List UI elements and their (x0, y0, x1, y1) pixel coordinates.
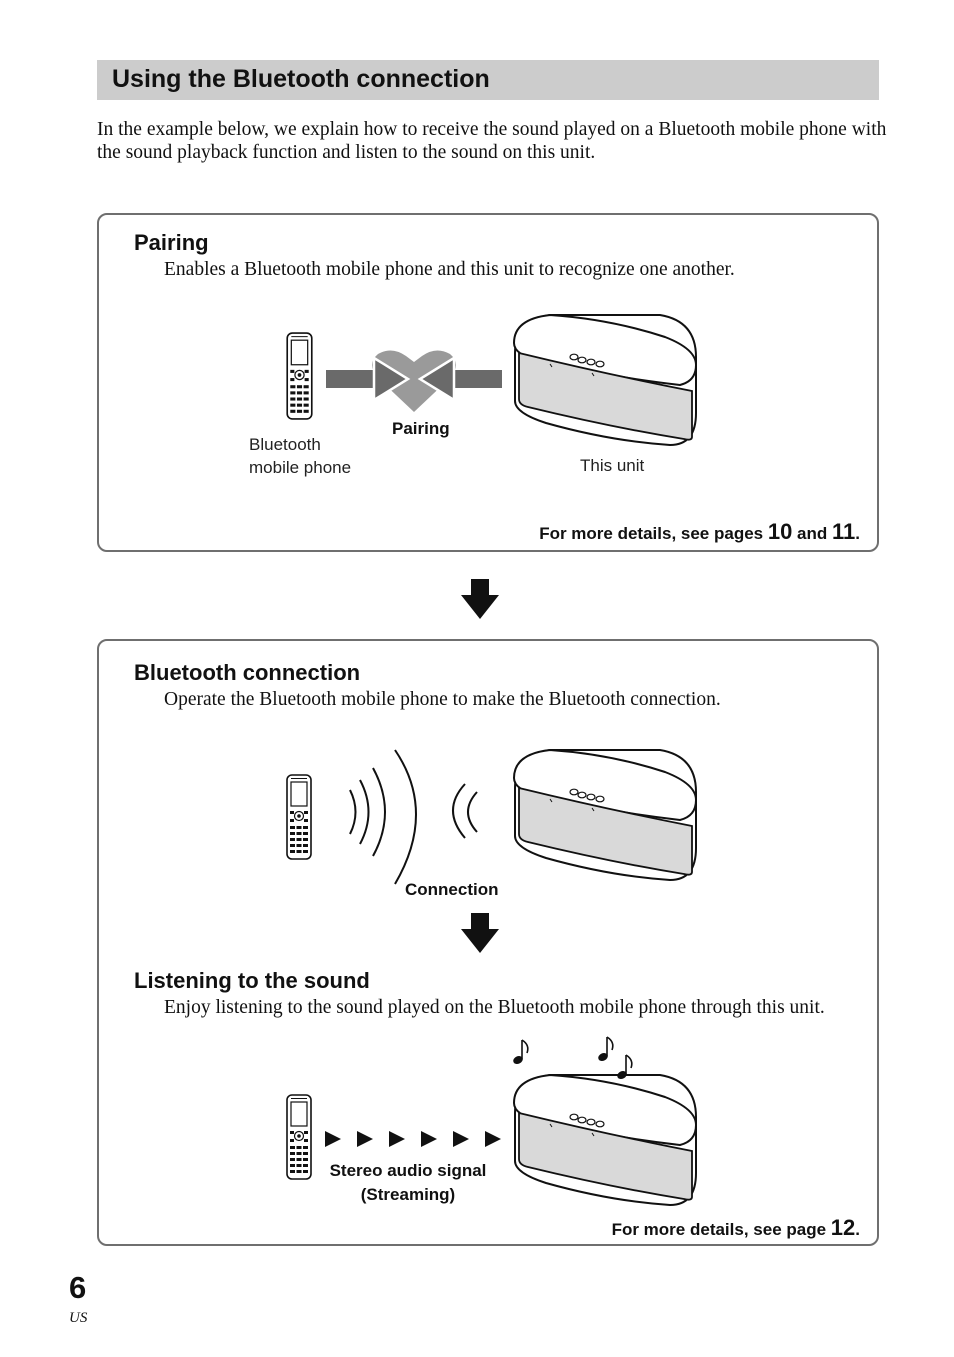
region-code: US (69, 1310, 88, 1326)
listening-reference: For more details, see page 12. (611, 1215, 860, 1240)
page-ref-12: 12 (830, 1215, 856, 1240)
pairing-label: Pairing (392, 419, 450, 438)
pairing-description: Enables a Bluetooth mobile phone and thi… (164, 259, 735, 280)
pairing-heading: Pairing (134, 230, 209, 255)
speaker-icon (513, 314, 697, 446)
play-triangle-icon (453, 1131, 469, 1147)
play-triangle-icon (325, 1131, 341, 1147)
page-ref-10: 10 (767, 519, 793, 544)
page-number: 6 (69, 1270, 87, 1305)
listening-description: Enjoy listening to the sound played on t… (164, 997, 825, 1018)
listening-heading: Listening to the sound (134, 968, 370, 993)
pairing-reference: For more details, see pages 10 and 11. (539, 519, 860, 544)
signal-wave-icon (349, 749, 478, 885)
page-title: Using the Bluetooth connection (112, 65, 490, 93)
play-triangle-icon (357, 1131, 373, 1147)
music-note-icon (598, 1036, 614, 1061)
mobile-phone-icon (286, 332, 313, 420)
connection-heading: Bluetooth connection (134, 660, 361, 685)
speaker-icon (513, 749, 697, 881)
arrow-icon (326, 355, 411, 403)
unit-label: This unit (580, 456, 645, 475)
play-triangle-icon (485, 1131, 501, 1147)
phone-label: Bluetooth mobile phone (249, 435, 352, 477)
intro-paragraph: In the example below, we explain how to … (97, 119, 887, 163)
down-arrow-icon (461, 913, 499, 953)
streaming-label: Stereo audio signal (Streaming) (329, 1161, 487, 1204)
connection-label: Connection (405, 880, 499, 899)
play-triangle-icon (421, 1131, 437, 1147)
page-ref-11: 11 (832, 519, 856, 544)
arrow-icon (417, 355, 502, 403)
music-note-icon (617, 1054, 633, 1079)
play-triangle-icon (389, 1131, 405, 1147)
down-arrow-icon (461, 579, 499, 619)
music-notes (513, 1036, 633, 1079)
section-header: Using the Bluetooth connection (97, 60, 879, 100)
speaker-icon (513, 1074, 697, 1206)
heart-icon (372, 350, 456, 412)
mobile-phone-icon (286, 1094, 312, 1180)
connection-description: Operate the Bluetooth mobile phone to ma… (164, 689, 721, 710)
streaming-arrows (325, 1131, 501, 1147)
music-note-icon (513, 1039, 529, 1064)
pairing-graphic (326, 350, 502, 412)
mobile-phone-icon (286, 774, 312, 860)
